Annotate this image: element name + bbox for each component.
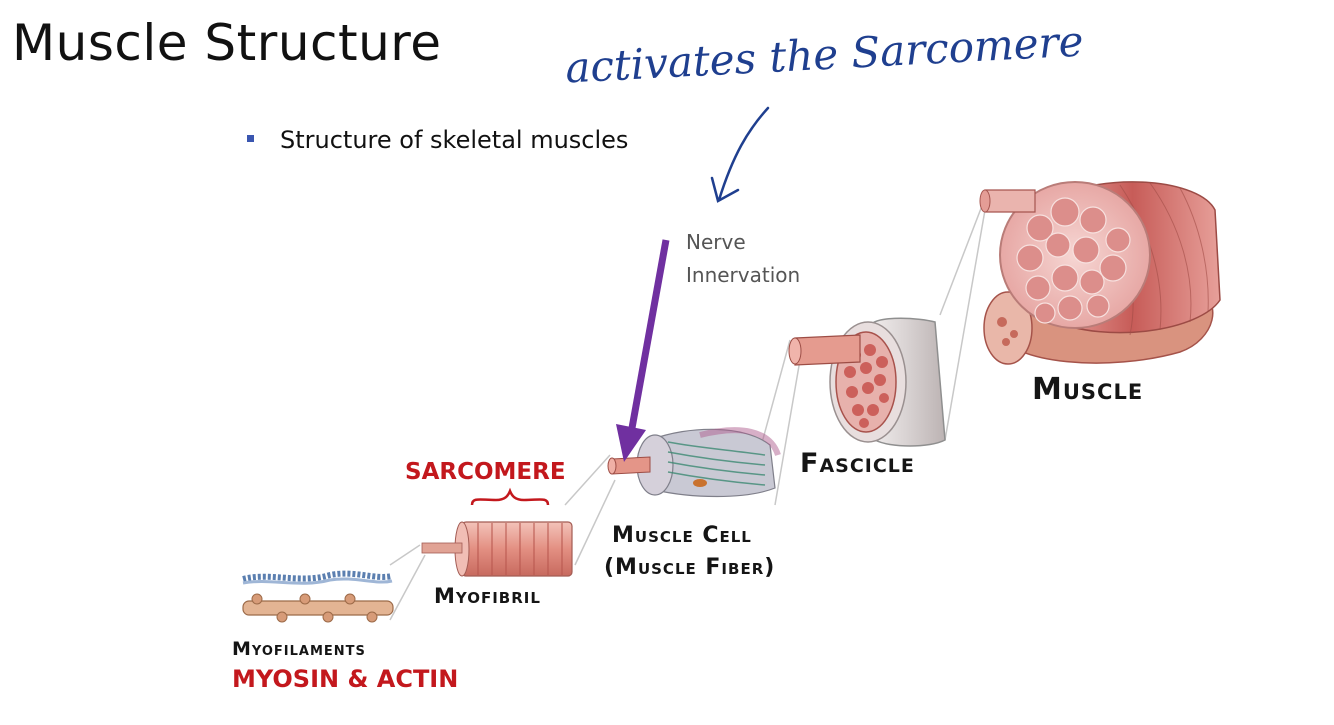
muscle-illustration	[979, 181, 1221, 365]
myofibril-illustration	[421, 487, 573, 577]
label-myofilaments: Myofilaments	[232, 638, 366, 660]
label-nerve-line1: Nerve	[686, 230, 746, 254]
label-muscle: Muscle	[1032, 372, 1144, 407]
bullet-text: Structure of skeletal muscles	[280, 126, 629, 154]
fascicle-illustration	[788, 317, 946, 447]
label-muscle-cell: Muscle Cell	[612, 523, 752, 548]
label-myofibril: Myofibril	[434, 584, 541, 608]
muscle-cell-illustration	[607, 427, 781, 498]
label-sarcomere: SARCOMERE	[405, 459, 566, 485]
label-myosin-actin: MYOSIN & ACTIN	[232, 665, 459, 693]
handwritten-arrow	[710, 106, 770, 203]
label-muscle-fiber: (Muscle Fiber)	[604, 555, 776, 580]
label-fascicle: Fascicle	[800, 448, 915, 479]
bullet-square-icon	[247, 134, 254, 142]
myofilaments-illustration	[242, 570, 394, 623]
label-nerve-innervation: Nerve Innervation	[686, 226, 800, 292]
connector-lines	[389, 197, 986, 621]
nerve-arrow	[616, 239, 670, 462]
bullet-item: Structure of skeletal muscles	[247, 126, 628, 154]
slide-title: Muscle Structure	[12, 14, 442, 72]
label-nerve-line2: Innervation	[686, 263, 801, 287]
